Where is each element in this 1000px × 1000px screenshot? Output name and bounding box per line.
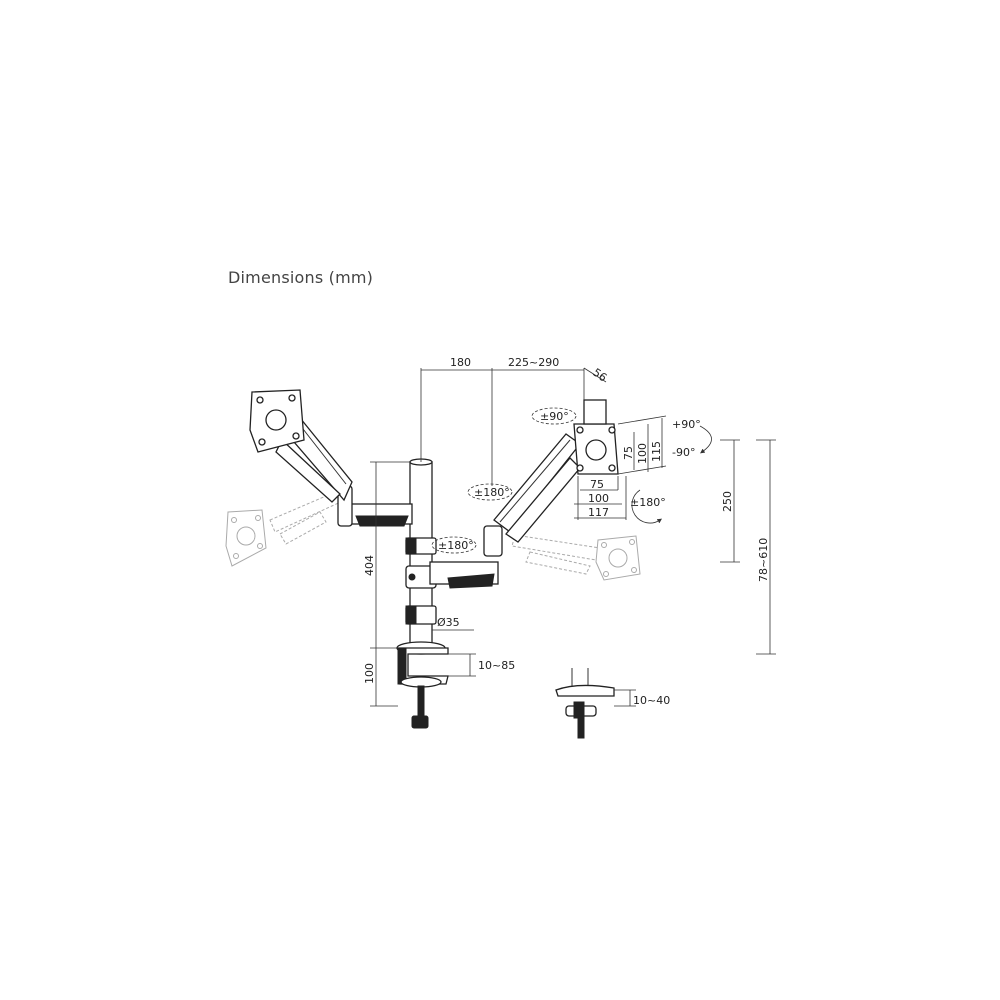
dim-404: 404	[363, 555, 376, 576]
ghost-right-arm	[511, 534, 641, 581]
rotation-arm-upper: ±180°	[474, 486, 510, 499]
ghost-left-arm	[225, 489, 346, 567]
left-arm	[249, 389, 413, 527]
dim-100-vertical: 100	[636, 443, 649, 464]
dim-250: 250	[721, 491, 734, 512]
pole	[405, 458, 437, 649]
dimension-lines	[370, 367, 776, 707]
dim-10-40: 10~40	[633, 694, 670, 707]
rotation-screen: ±180°	[630, 496, 666, 509]
dim-115-vertical: 115	[650, 441, 663, 462]
dim-pole-diameter: Ø35	[437, 616, 460, 629]
rotation-arm-lower: ±180°	[438, 539, 474, 552]
dim-75-horizontal: 75	[590, 478, 604, 491]
rotation-tilt-down: -90°	[672, 446, 695, 459]
dim-10-85: 10~85	[478, 659, 515, 672]
rotation-swivel-top: ±90°	[540, 410, 569, 423]
dim-clamp-100: 100	[363, 663, 376, 684]
rotation-tilt-up: +90°	[672, 418, 701, 431]
page-title: Dimensions (mm)	[228, 268, 374, 287]
rotation-indicators	[431, 407, 712, 554]
dim-75-vertical: 75	[622, 446, 635, 460]
dim-78-610: 78~610	[757, 538, 770, 582]
desk-clamp-right	[555, 668, 615, 739]
dim-56: 56	[590, 366, 609, 385]
dim-225-290: 225~290	[508, 356, 559, 369]
dim-117-horizontal: 117	[588, 506, 609, 519]
desk-clamp-left	[396, 641, 449, 729]
right-arm	[429, 399, 619, 589]
dim-100-horizontal: 100	[588, 492, 609, 505]
dim-180: 180	[450, 356, 471, 369]
